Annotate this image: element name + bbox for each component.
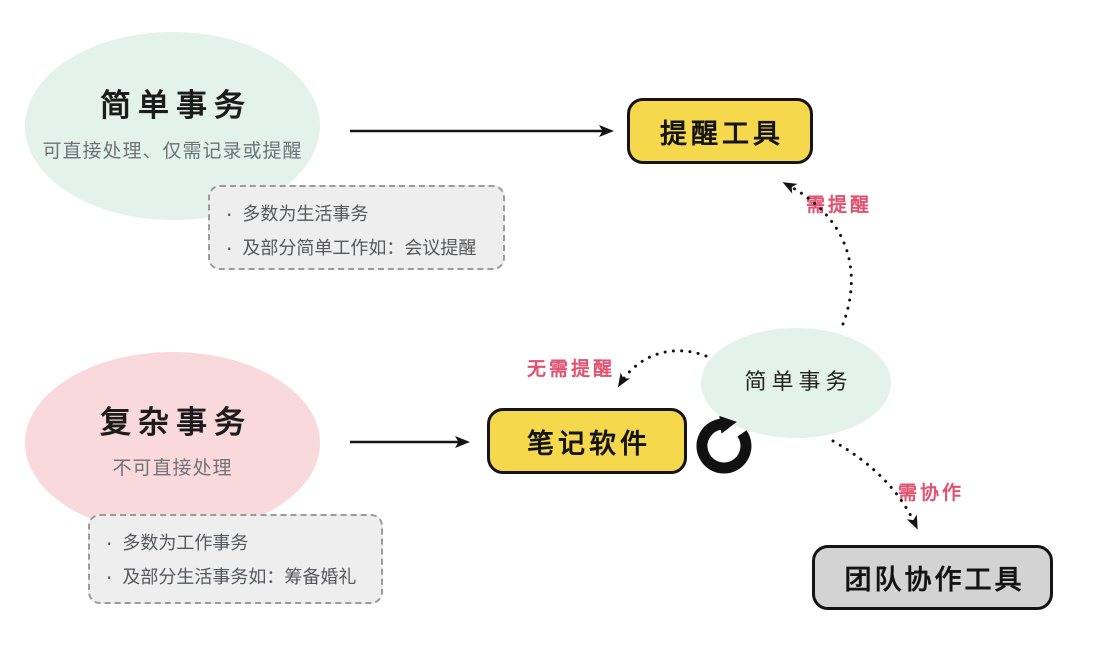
note-software-label: 笔记软件	[527, 428, 651, 460]
team-collab-tool-box: 团队协作工具	[812, 545, 1053, 610]
note-software-box: 笔记软件	[487, 408, 687, 474]
bullet-dot-icon: ·	[226, 203, 233, 227]
note-line: · 多数为工作事务	[106, 527, 363, 561]
simple-tasks-subtitle: 可直接处理、仅需记录或提醒	[42, 140, 303, 163]
complex-tasks-ellipse: 复杂事务 不可直接处理	[25, 352, 320, 534]
reminder-tool-label: 提醒工具	[660, 118, 784, 150]
note-text: 及部分生活事务如：筹备婚礼	[122, 567, 357, 588]
simple-notes-box: · 多数为生活事务 · 及部分简单工作如：会议提醒	[208, 185, 505, 270]
simple-tasks-right-title: 简单事务	[744, 370, 853, 396]
reminder-tool-box: 提醒工具	[627, 98, 813, 164]
simple-tasks-ellipse: 简单事务 可直接处理、仅需记录或提醒	[25, 32, 320, 220]
complex-tasks-subtitle: 不可直接处理	[112, 457, 233, 480]
complex-tasks-title: 复杂事务	[100, 404, 252, 441]
note-text: 多数为生活事务	[242, 204, 369, 225]
note-text: 多数为工作事务	[122, 533, 249, 554]
team-collab-tool-label: 团队协作工具	[844, 565, 1025, 596]
note-line: · 及部分简单工作如：会议提醒	[226, 232, 485, 266]
note-text: 及部分简单工作如：会议提醒	[242, 238, 477, 259]
simple-tasks-ellipse-right: 简单事务	[701, 328, 891, 438]
no-reminder-label: 无需提醒	[527, 358, 616, 380]
need-reminder-label: 需提醒	[806, 194, 873, 216]
bullet-dot-icon: ·	[106, 532, 113, 556]
note-line: · 多数为生活事务	[226, 198, 485, 232]
bullet-dot-icon: ·	[226, 237, 233, 261]
refresh-cycle-icon	[692, 412, 756, 476]
dotted-arrow-no-reminder	[617, 349, 708, 388]
note-line: · 及部分生活事务如：筹备婚礼	[106, 561, 363, 595]
need-collab-label: 需协作	[898, 482, 965, 504]
complex-notes-box: · 多数为工作事务 · 及部分生活事务如：筹备婚礼	[88, 514, 383, 604]
bullet-dot-icon: ·	[106, 566, 113, 590]
simple-tasks-title: 简单事务	[100, 87, 252, 124]
